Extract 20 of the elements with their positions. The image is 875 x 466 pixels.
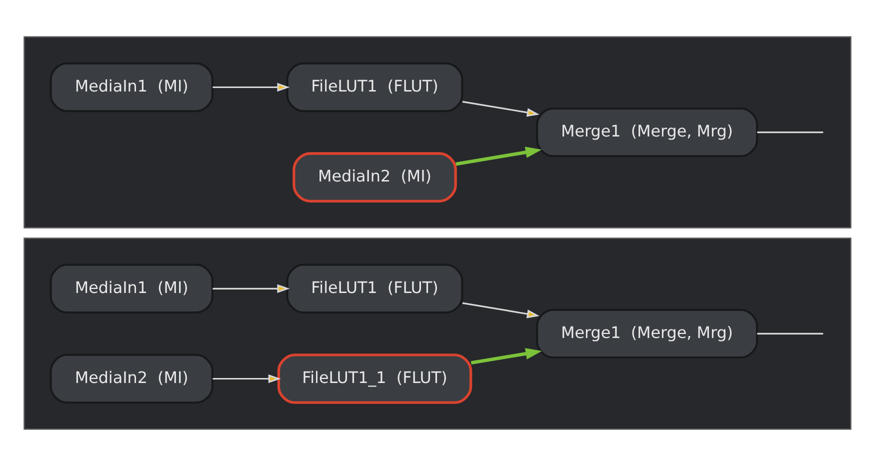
node-box: FileLUT1_1 (FLUT): [277, 354, 472, 404]
node-box: MediaIn2 (MI): [50, 354, 214, 404]
node-box: MediaIn2 (MI): [292, 152, 457, 203]
node-box: FileLUT1 (FLUT): [286, 62, 464, 112]
node-box: FileLUT1 (FLUT): [286, 264, 464, 314]
node-box: Merge1 (Merge, Mrg): [536, 107, 758, 158]
connector: [757, 132, 824, 134]
connector: [757, 332, 824, 334]
cluster: [24, 36, 852, 228]
arrow: [212, 284, 290, 294]
cluster: [24, 238, 852, 430]
arrow: [462, 100, 540, 117]
node-box: MediaIn1 (MI): [50, 264, 214, 314]
arrow: [212, 374, 281, 384]
arrow: [456, 146, 542, 166]
arrow: [470, 348, 542, 365]
node-box: Merge1 (Merge, Mrg): [536, 308, 758, 359]
arrow: [462, 302, 540, 318]
arrow: [212, 82, 290, 92]
node-box: MediaIn1 (MI): [50, 62, 214, 112]
